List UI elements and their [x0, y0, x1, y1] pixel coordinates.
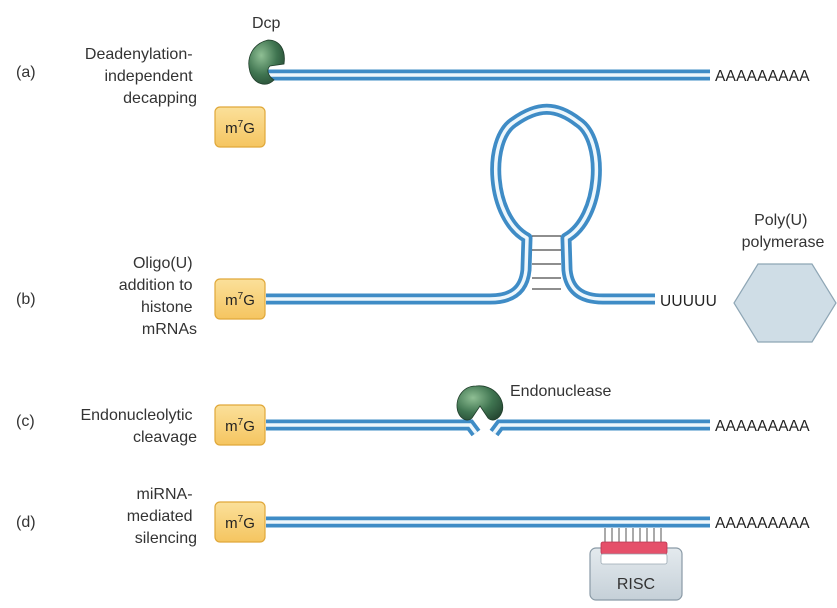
cap-m7g: m7G: [214, 501, 266, 543]
endonuclease-label: Endonuclease: [510, 383, 612, 400]
rna-strand-3-fragment: [489, 419, 710, 437]
panel-description: Endonucleolytic cleavage: [80, 407, 197, 446]
panel-b: (b) Oligo(U) addition to histone mRNAs m…: [16, 103, 837, 343]
endonuclease-icon: [456, 385, 504, 421]
panel-a: (a) Deadenylation- independent decapping…: [16, 15, 810, 148]
panel-description: Deadenylation- independent decapping: [85, 46, 197, 107]
cap-m7g: m7G: [214, 278, 266, 320]
risc-complex-icon: RISC: [589, 528, 683, 601]
oligo-u-tail: UUUUU: [660, 293, 717, 310]
rna-strand-5-fragment: [266, 419, 481, 437]
panel-letter: (c): [16, 413, 35, 430]
panel-letter: (a): [16, 64, 36, 81]
panel-c: (c) Endonucleolytic cleavage m7G AAAAAAA…: [16, 383, 810, 446]
panel-letter: (b): [16, 291, 36, 308]
dcp-label: Dcp: [252, 15, 281, 32]
stem-loop-rna: [266, 103, 655, 305]
panel-description: Oligo(U) addition to histone mRNAs: [119, 255, 197, 338]
svg-text:m7G: m7G: [225, 119, 255, 137]
panel-description: miRNA- mediated silencing: [127, 486, 197, 547]
base-pairs: [532, 235, 561, 290]
poly-a-tail: AAAAAAAAA: [715, 68, 810, 85]
cap-m7g: m7G: [214, 106, 266, 148]
poly-u-polymerase-label: Poly(U) polymerase: [742, 212, 825, 251]
decapping-enzyme-icon: [248, 39, 285, 85]
mirna-pairing-lines: [604, 528, 662, 542]
hexagon-polymerase-icon: [733, 263, 837, 343]
svg-text:m7G: m7G: [225, 417, 255, 435]
panel-letter: (d): [16, 514, 36, 531]
svg-text:m7G: m7G: [225, 291, 255, 309]
poly-a-tail: AAAAAAAAA: [715, 418, 810, 435]
svg-text:m7G: m7G: [225, 514, 255, 532]
cap-m7g: m7G: [214, 404, 266, 446]
risc-label: RISC: [617, 576, 655, 593]
poly-a-tail: AAAAAAAAA: [715, 515, 810, 532]
panel-d: (d) miRNA- mediated silencing m7G AAAAAA…: [16, 486, 810, 601]
